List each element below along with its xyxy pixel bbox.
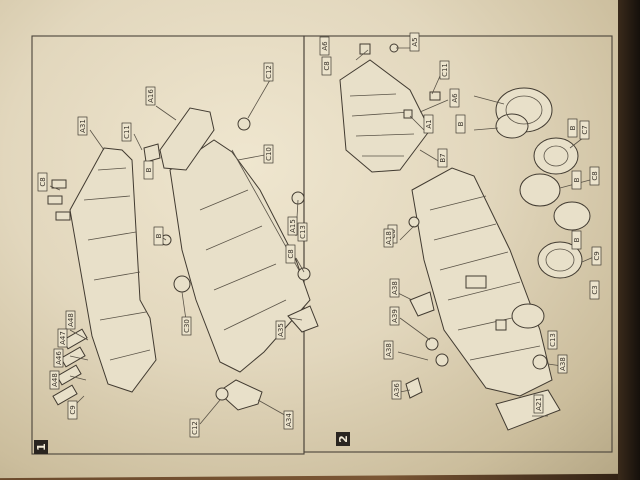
step-2-part-labels: A6C8A5C11A6A1B7C6BC7BC8BC9BC3A18A38A39A3… <box>319 32 602 414</box>
step-1-part-label: C11 <box>121 122 132 142</box>
step-2-part-label-text: A39 <box>391 309 399 323</box>
step-2-part-label-text: A6 <box>451 93 459 103</box>
step-1-number: 1 <box>35 443 48 451</box>
step-2-part-label-text: B <box>457 121 465 126</box>
step-2-badge: 2 <box>336 432 350 446</box>
step-2-part-label-text: C9 <box>593 251 601 260</box>
step-2-part-label: A6 <box>319 36 330 56</box>
step-2-part-label-text: C13 <box>549 333 557 347</box>
step-2-part-label: B <box>455 114 466 134</box>
step-1-part-label-text: C13 <box>299 225 307 239</box>
step-1-part-label: A31 <box>77 116 88 136</box>
step-2-part-label: C9 <box>591 246 602 266</box>
step-2-part-label: C11 <box>439 60 450 80</box>
step-2-part-label: A39 <box>389 306 400 326</box>
step-1-part-label: C9 <box>67 400 78 420</box>
step-1-part-label: A15 <box>287 216 298 236</box>
step-2-part-label-text: C8 <box>591 171 599 180</box>
step-1-part-label: C30 <box>181 316 192 336</box>
step-2-part-label: C3 <box>589 280 600 300</box>
step-2-part-label: A38 <box>557 354 568 374</box>
step-1-part-label: A47 <box>57 328 68 348</box>
step-2-part-label-text: A38 <box>385 343 393 357</box>
step-2-part-label: A36 <box>391 380 402 400</box>
step-1-part-label-text: A15 <box>289 219 297 233</box>
step-1-part-label: C8 <box>285 244 296 264</box>
step-2-assembly <box>339 43 597 431</box>
step-2-part-label: C13 <box>547 330 558 350</box>
step-2-part-label-text: C8 <box>323 61 331 70</box>
step-1-part-label: A48 <box>65 310 76 330</box>
step-2-part-label-text: C11 <box>441 63 449 77</box>
step-2-part-label: B <box>567 118 578 138</box>
sheet-shadow <box>618 0 640 480</box>
step-2-part-label: B <box>571 230 582 250</box>
step-1-part-label-text: A48 <box>51 373 59 387</box>
step-1-part-label-text: C12 <box>191 421 199 435</box>
step-1-part-label-text: C10 <box>265 147 273 161</box>
step-2-part-label-text: B7 <box>439 153 447 162</box>
step-2-part-label-text: C7 <box>581 125 589 134</box>
step-1-badge: 1 <box>34 440 48 454</box>
step-2-part-label-text: B <box>573 237 581 242</box>
step-1-part-label-text: C9 <box>69 405 77 414</box>
step-1-part-label: C13 <box>297 222 308 242</box>
step-1-part-label-text: C8 <box>287 249 295 258</box>
step-1-part-label-text: A31 <box>79 119 87 133</box>
step-2-part-label: C7 <box>579 120 590 140</box>
step-1-part-label: A16 <box>145 86 156 106</box>
step-2-part-label-text: A18 <box>385 231 393 245</box>
step-1-part-label: A48 <box>49 370 60 390</box>
step-2-part-label: A1 <box>423 114 434 134</box>
step-1-part-label: A46 <box>53 348 64 368</box>
step-1-part-label: C10 <box>263 144 274 164</box>
step-1-part-label-text: C30 <box>183 319 191 333</box>
step-2-part-label: B <box>571 170 582 190</box>
step-1-part-label-text: A46 <box>55 351 63 365</box>
step-1-part-label: C8 <box>37 172 48 192</box>
step-2-part-label: A21 <box>533 394 544 414</box>
step-2-part-label-text: A6 <box>321 41 329 51</box>
step-2-part-label: C8 <box>589 166 600 186</box>
step-1-part-label: A34 <box>283 410 294 430</box>
step-1-part-label-text: A47 <box>59 331 67 345</box>
step-2-part-label: C8 <box>321 56 332 76</box>
step-1-part-label: B <box>143 160 154 180</box>
step-1-part-label: B <box>153 226 164 246</box>
step-1-part-label-text: A34 <box>285 413 293 427</box>
step-1-part-label-text: B <box>155 233 163 238</box>
step-2-part-label-text: A21 <box>535 397 543 411</box>
step-2-part-label: A5 <box>409 32 420 52</box>
step-1-assembly <box>47 79 319 425</box>
step-2-part-label-text: A38 <box>559 357 567 371</box>
step-1-part-label-text: C8 <box>39 177 47 186</box>
step-2-part-label: B7 <box>437 148 448 168</box>
step-2-part-label: A38 <box>389 278 400 298</box>
step-1-part-label-text: B <box>145 167 153 172</box>
step-2-number: 2 <box>337 435 350 443</box>
step-2-part-label: A6 <box>449 88 460 108</box>
step-2-part-label-text: B <box>573 177 581 182</box>
step-1-part-label-text: C11 <box>123 125 131 139</box>
step-1-part-label-text: C12 <box>265 65 273 79</box>
step-1-part-label: A35 <box>275 320 286 340</box>
step-2-part-label-text: A1 <box>425 119 433 128</box>
step-2-part-label-text: A5 <box>411 37 419 46</box>
step-2-part-label-text: B <box>569 125 577 130</box>
step-2-part-label-text: C3 <box>591 285 599 294</box>
step-1-part-label-text: A35 <box>277 323 285 337</box>
step-2-part-label-text: A36 <box>393 383 401 397</box>
step-1-part-label-text: A48 <box>67 313 75 327</box>
step-2-part-label: A38 <box>383 340 394 360</box>
panel-step-2 <box>303 35 613 453</box>
step-1-part-label: C12 <box>189 418 200 438</box>
step-2-part-label-text: A38 <box>391 281 399 295</box>
step-1-part-label-text: A16 <box>147 89 155 103</box>
step-2-part-label: A18 <box>383 228 394 248</box>
step-1-part-label: C12 <box>263 62 274 82</box>
